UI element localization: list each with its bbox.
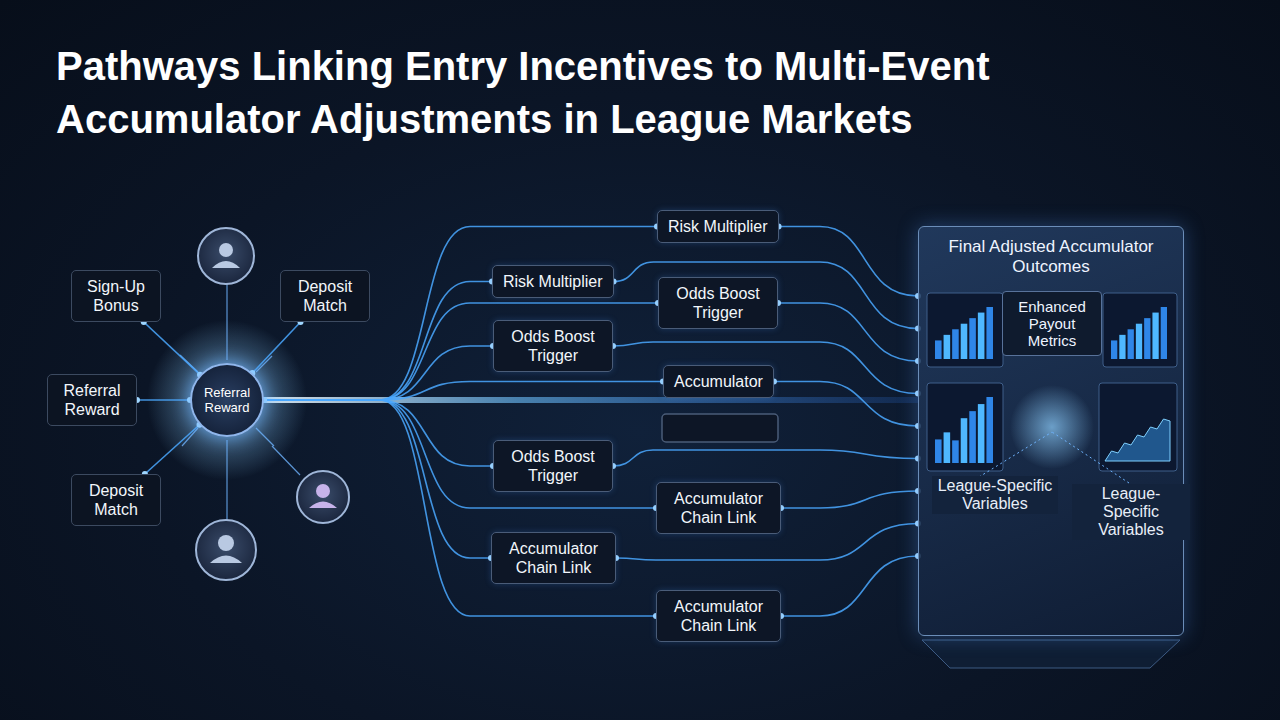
panel-label: League-Specific Variables bbox=[932, 476, 1058, 514]
connector-line bbox=[252, 322, 300, 373]
connector-line bbox=[264, 400, 493, 466]
node-text: Odds Boost Trigger bbox=[504, 447, 602, 485]
node-text: Risk Multiplier bbox=[668, 217, 768, 236]
node-text: Referral Reward bbox=[196, 385, 258, 415]
connector-line bbox=[614, 262, 918, 329]
connector-line bbox=[778, 303, 918, 361]
node-text: Accumulator Chain Link bbox=[667, 597, 770, 635]
connector-line bbox=[145, 425, 200, 474]
pathway-box: Accumulator Chain Link bbox=[656, 482, 781, 534]
hub-circle: Referral Reward bbox=[190, 363, 264, 437]
node-text: Deposit Match bbox=[80, 481, 152, 519]
incentive-box: Referral Reward bbox=[47, 374, 137, 426]
pathway-box: Odds Boost Trigger bbox=[493, 320, 613, 372]
incentive-box: Sign-Up Bonus bbox=[71, 270, 161, 322]
node-text: Odds Boost Trigger bbox=[669, 284, 767, 322]
connector-line bbox=[613, 450, 918, 466]
connector-line bbox=[264, 400, 656, 616]
connector-line bbox=[137, 399, 190, 401]
incentive-box: Deposit Match bbox=[71, 474, 161, 526]
connector-line bbox=[781, 491, 918, 508]
panel-stand bbox=[922, 640, 1180, 668]
pathway-box: Accumulator bbox=[663, 365, 774, 398]
node-text: Deposit Match bbox=[289, 277, 361, 315]
pathway-box: Risk Multiplier bbox=[492, 265, 614, 298]
metric-box: Enhanced Payout Metrics bbox=[1002, 291, 1102, 356]
node-text: Accumulator Chain Link bbox=[502, 539, 605, 577]
empty-box bbox=[662, 414, 778, 442]
connector-line bbox=[144, 322, 200, 375]
incentive-box: Deposit Match bbox=[280, 270, 370, 322]
connector-line bbox=[264, 346, 493, 400]
pathway-box: Odds Boost Trigger bbox=[493, 440, 613, 492]
node-text: Odds Boost Trigger bbox=[504, 327, 602, 365]
pathway-box: Risk Multiplier bbox=[657, 210, 779, 243]
node-text: Risk Multiplier bbox=[503, 272, 603, 291]
node-text: Sign-Up Bonus bbox=[80, 277, 152, 315]
node-text: Enhanced Payout Metrics bbox=[1011, 298, 1093, 349]
avatar-icon bbox=[196, 520, 256, 580]
connector-line bbox=[781, 556, 918, 616]
connector-line bbox=[264, 227, 657, 401]
connector-line bbox=[264, 400, 491, 558]
pathway-box: Accumulator Chain Link bbox=[491, 532, 616, 584]
pathway-box: Accumulator Chain Link bbox=[656, 590, 781, 642]
node-text: Referral Reward bbox=[56, 381, 128, 419]
avatar-icon bbox=[297, 471, 349, 523]
outcome-panel: Final Adjusted Accumulator OutcomesEnhan… bbox=[918, 226, 1184, 636]
avatar-icon bbox=[198, 228, 254, 284]
connector-line bbox=[774, 382, 918, 427]
connector-line bbox=[264, 382, 663, 401]
panel-label: League-Specific Variables bbox=[1072, 484, 1190, 540]
connector-line bbox=[264, 400, 656, 508]
pathway-box: Odds Boost Trigger bbox=[658, 277, 778, 329]
node-text: Accumulator bbox=[674, 372, 763, 391]
panel-charts bbox=[919, 227, 1185, 637]
node-text: Accumulator Chain Link bbox=[667, 489, 770, 527]
diagram-title: Pathways Linking Entry Incentives to Mul… bbox=[56, 40, 1216, 146]
panel-heading: Final Adjusted Accumulator Outcomes bbox=[919, 227, 1183, 277]
